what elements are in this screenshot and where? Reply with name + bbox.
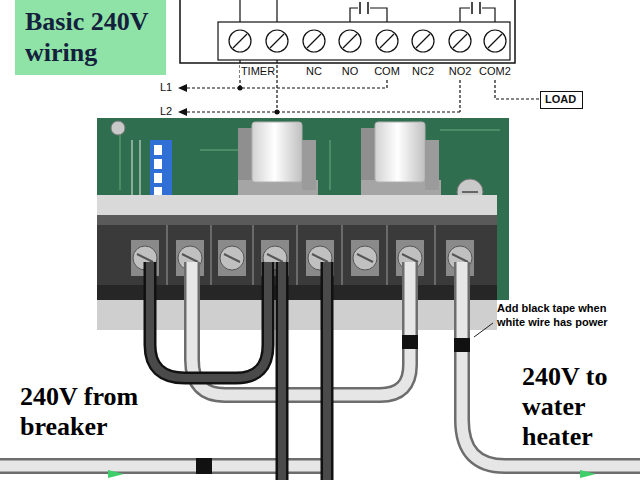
relay-contact: [472, 2, 480, 14]
screw-slot: [488, 34, 502, 48]
schematic-frame: [180, 0, 515, 63]
circuit-board: [97, 118, 509, 300]
junction-dot: [238, 86, 243, 91]
black-tape: [454, 338, 470, 352]
schematic: [178, 0, 540, 116]
node-text: Basic 240V wiring: [25, 6, 155, 68]
line-label: L2: [160, 105, 172, 118]
load-box: LOAD: [540, 91, 583, 109]
note-text: Add black tape when white wire has power: [497, 302, 632, 330]
l2-wire: [187, 111, 460, 112]
photo-ground: [97, 300, 497, 330]
block-divider: [167, 225, 435, 285]
terminal-strip: [218, 22, 510, 60]
relay: [361, 122, 441, 198]
screw-slot: [270, 34, 284, 48]
black-tape: [402, 335, 418, 349]
wires: [0, 262, 640, 480]
relay-coil: [375, 122, 425, 182]
arrowhead: [178, 84, 187, 92]
white-wire: [462, 262, 640, 466]
black-tape: [196, 458, 212, 474]
relay-coil: [252, 122, 302, 182]
junction-dot: [275, 110, 280, 115]
relay-arm: [425, 140, 439, 190]
black-wire: [282, 262, 327, 480]
terminal-label: TIMER: [240, 65, 276, 78]
wire-label: 240V to water heater: [522, 362, 634, 452]
dip-switch: [150, 140, 172, 200]
screw-slot: [416, 34, 430, 48]
screw-slot: [380, 34, 394, 48]
terminal-screw: [449, 30, 471, 52]
terminal-screw: [266, 30, 288, 52]
wire-label: 240V from breaker: [20, 382, 185, 442]
coil-lead: [240, 0, 277, 22]
white-wire: [462, 262, 640, 466]
relay-contact-lead: [460, 8, 495, 22]
arrowhead: [178, 108, 187, 116]
mounting-screw: [111, 121, 125, 135]
black-wire: [282, 262, 327, 480]
screw-slot: [233, 34, 247, 48]
title-box: Basic 240V wiring: [15, 0, 166, 75]
terminal-screw: [412, 30, 434, 52]
line-label: L1: [160, 81, 172, 94]
terminal-screw: [484, 30, 506, 52]
direction-arrow: [580, 470, 596, 478]
dip-lever: [154, 173, 162, 183]
terminal-label: NC2: [411, 65, 435, 78]
relay-arm: [302, 140, 316, 190]
dip-lever: [154, 159, 162, 169]
terminal-label: COM2: [478, 65, 512, 78]
l2-drop: [277, 60, 460, 112]
l1-drop: [240, 60, 387, 88]
black-wire: [150, 262, 268, 378]
terminal-label: NO2: [448, 65, 473, 78]
terminal-block: [97, 215, 497, 300]
terminal-screw: [229, 30, 251, 52]
load-wire: [495, 80, 540, 99]
block-lip: [97, 215, 497, 225]
silkscreen: [132, 140, 140, 196]
dip-lever: [154, 145, 162, 155]
screw-slot: [343, 34, 357, 48]
block-face: [97, 285, 497, 300]
l1-wire: [187, 87, 387, 88]
terminal-screw: [303, 30, 325, 52]
block-cover: [97, 195, 497, 217]
node-text: LOAD: [545, 93, 576, 106]
terminal-label: COM: [373, 65, 401, 78]
terminal-label: NC: [305, 65, 323, 78]
screw-slot: [462, 191, 478, 193]
screw-slot: [137, 254, 468, 262]
leader-line: [474, 323, 493, 337]
terminal-screw: [376, 30, 398, 52]
terminal-label: NO: [341, 65, 360, 78]
black-wire: [150, 262, 268, 378]
terminal-screw: [339, 30, 361, 52]
board-photo: [97, 118, 509, 330]
screw-slot: [453, 34, 467, 48]
relay: [238, 122, 318, 198]
relay-contact: [360, 2, 368, 14]
direction-arrow: [108, 470, 124, 478]
screw-slot: [307, 34, 321, 48]
